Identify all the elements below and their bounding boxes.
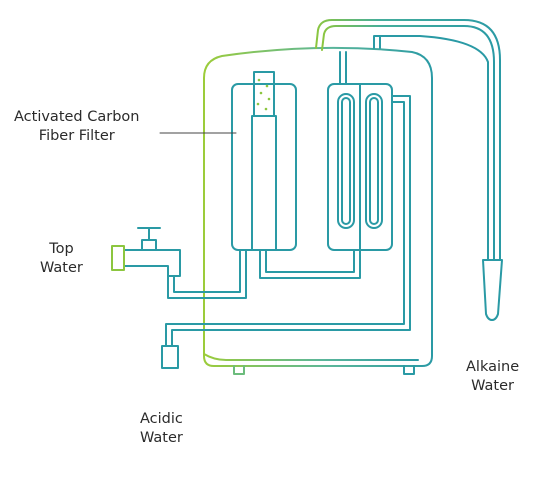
electrode-right <box>365 93 383 229</box>
tap-handle <box>137 227 161 241</box>
hose-collar <box>373 35 489 261</box>
inlet-hose <box>167 249 247 299</box>
carbon-filter-label: Activated Carbon Fiber Filter <box>14 109 140 144</box>
outlet-hose-outer <box>315 19 501 261</box>
carbon-filter-housing <box>231 83 297 251</box>
acidic-outlet <box>161 345 179 369</box>
electrode-right-inner <box>369 97 379 225</box>
electrode-left-inner <box>341 97 351 225</box>
tap-water-label: Top Water <box>40 241 83 276</box>
alkaline-water-label: Alkaine Water <box>466 359 520 394</box>
chamber-feed-pipe <box>339 51 347 85</box>
body-foot-left <box>233 365 245 375</box>
carbon-filter-cap <box>253 71 275 117</box>
body-bottom-inner <box>203 353 419 361</box>
acidic-drain-line <box>165 95 411 347</box>
outlet-hose-inner <box>321 25 495 261</box>
tap-valve <box>141 239 157 251</box>
filter-to-chamber-pipe <box>259 249 361 279</box>
body-foot-right <box>403 365 415 375</box>
filter-dots <box>256 78 271 111</box>
ionizer-body <box>203 46 433 367</box>
carbon-filter-core <box>251 115 277 251</box>
alkaline-spout <box>482 259 503 321</box>
tap-body <box>123 249 181 277</box>
acidic-water-label: Acidic Water <box>140 411 183 446</box>
tap-mouth <box>111 245 125 271</box>
electrode-left <box>337 93 355 229</box>
